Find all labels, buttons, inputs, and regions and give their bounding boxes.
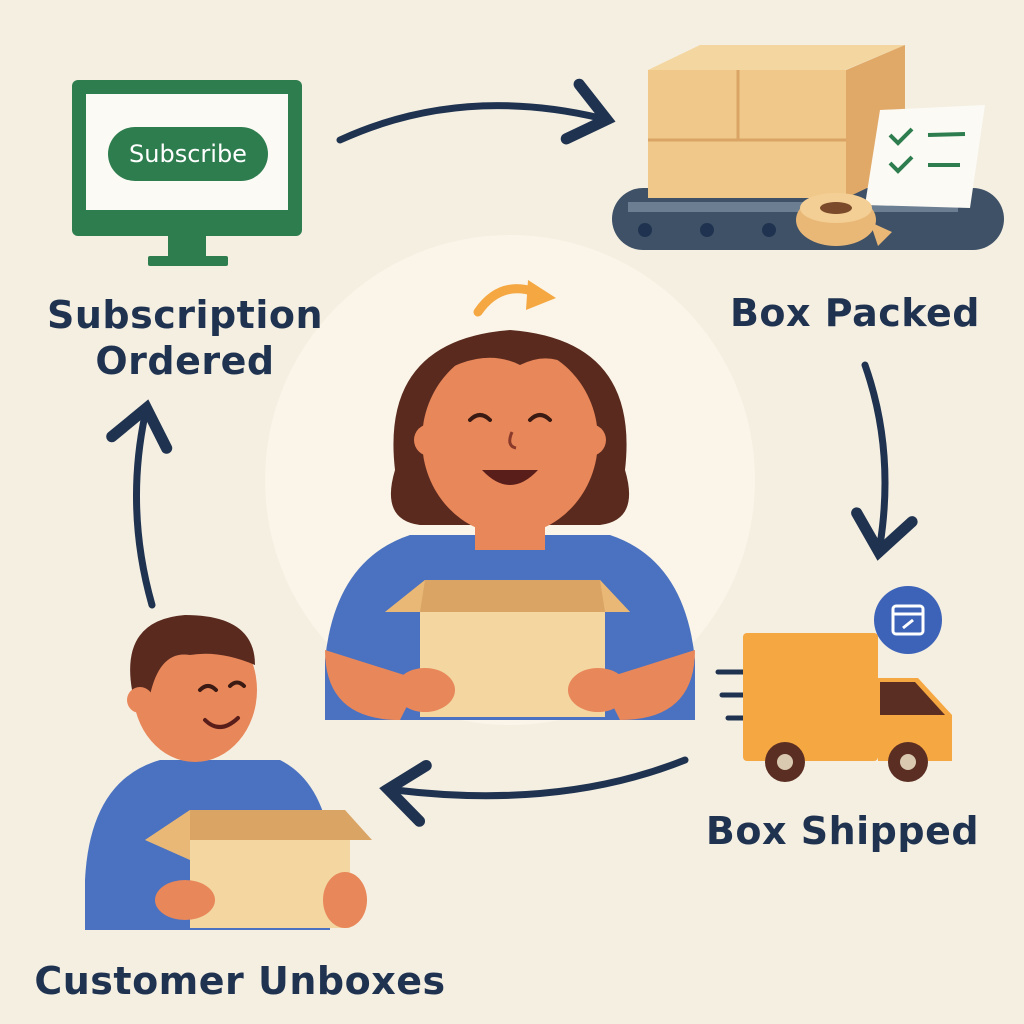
customer-with-box-illustration — [85, 615, 372, 930]
label-box-packed: Box Packed — [729, 291, 981, 335]
packed-box-conveyor-icon — [612, 45, 1004, 250]
subscribe-button[interactable]: Subscribe — [108, 127, 268, 181]
arrow-to-subscription — [106, 399, 173, 609]
calendar-icon — [874, 586, 942, 654]
arrow-to-packed — [336, 78, 616, 145]
label-subscription-ordered: Subscription Ordered — [30, 292, 340, 384]
delivery-truck-icon — [715, 586, 952, 782]
label-line-2: Ordered — [95, 339, 275, 383]
label-box-shipped: Box Shipped — [705, 809, 980, 853]
arrow-to-unbox — [379, 756, 689, 827]
arrow-to-shipped — [851, 361, 918, 561]
woman-with-box-illustration — [325, 330, 695, 720]
label-customer-unboxes: Customer Unboxes — [34, 959, 446, 1003]
label-line-1: Subscription — [46, 293, 324, 337]
